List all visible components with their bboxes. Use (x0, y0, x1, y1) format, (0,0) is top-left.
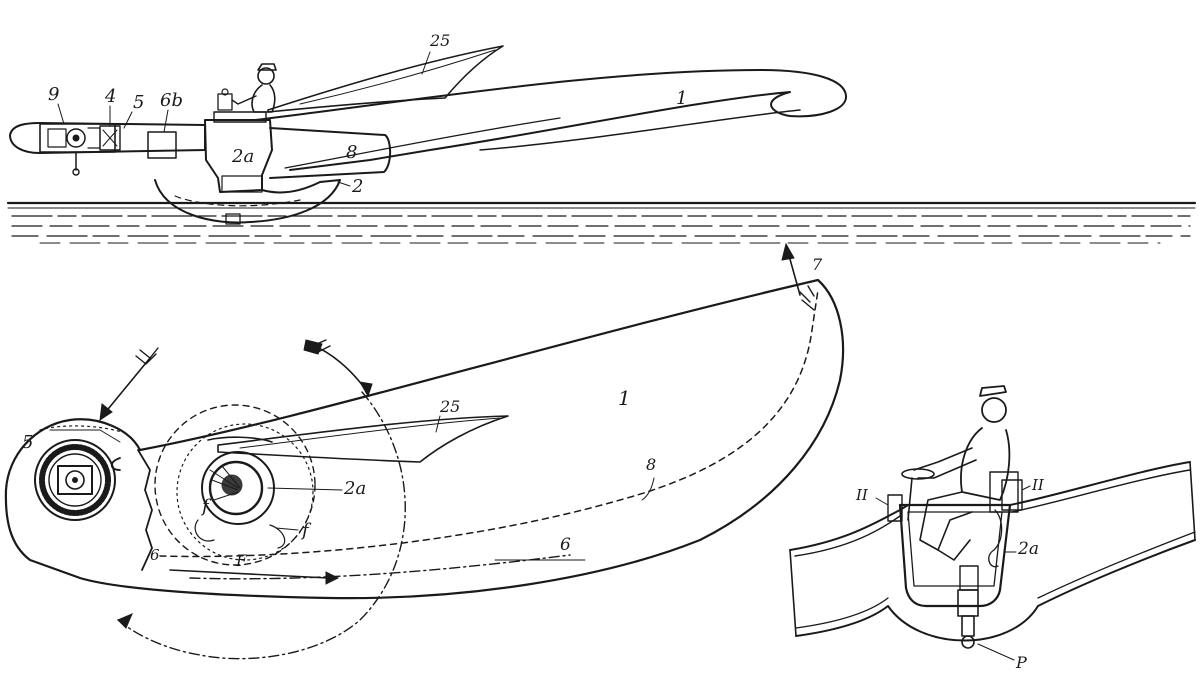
arrow-up-icon (781, 242, 815, 311)
detail-cockpit-tub (898, 503, 1012, 608)
label-plan-ring-left: f (200, 496, 212, 517)
blade-25 (267, 45, 504, 113)
plan-cockpit-ring (154, 404, 316, 566)
label-plan-force: F (235, 551, 248, 570)
plan-blade-25 (217, 415, 509, 463)
plan-hub (34, 425, 129, 521)
label-top-engine: 9 (48, 84, 59, 105)
rotation-arc-icon (117, 391, 406, 660)
label-top-gear: 4 (104, 86, 116, 107)
water-surface (6, 201, 1197, 244)
wing-underside (479, 109, 801, 151)
label-plan-ring-right: f (300, 520, 312, 541)
label-detail-bracket-left: II (855, 486, 869, 504)
label-plan-hub: 5 (22, 432, 33, 453)
label-top-pod: 2 (351, 176, 363, 197)
label-plan-blade: 25 (439, 397, 460, 416)
plan-wing-outline (4, 278, 845, 600)
label-plan-tip: 7 (812, 255, 823, 274)
label-detail-pivot: P (1015, 653, 1027, 672)
engine-9 (39, 123, 116, 153)
wing-body (254, 69, 848, 171)
label-plan-cockpit: 2a (343, 478, 366, 499)
part-6b (147, 131, 177, 159)
label-top-spar: 8 (346, 142, 357, 163)
label-detail-cockpit: 2a (1017, 539, 1039, 559)
label-plan-wing: 1 (618, 386, 631, 410)
plan-view-figure: 1 25 2a 8 6 7 f f F 5 6 (4, 242, 845, 660)
side-elevation-figure: 9 4 5 6b 25 1 2a 8 2 (6, 31, 1197, 244)
label-plan-rod: 6 (560, 535, 571, 555)
label-top-cockpit: 2a (231, 146, 254, 167)
label-top-part5: 5 (133, 92, 144, 113)
detail-pilot (901, 385, 1019, 561)
pod-2 (154, 179, 341, 224)
label-plan-root: 6 (150, 546, 160, 564)
label-top-wing: 1 (676, 88, 687, 109)
label-top-blade: 25 (429, 31, 450, 50)
pilot-top (217, 63, 277, 113)
feathered-arrow-icon (99, 347, 159, 422)
label-detail-bracket-right: II (1031, 476, 1045, 494)
feathered-arrow-icon (303, 339, 373, 398)
label-plan-spar: 8 (646, 455, 656, 474)
label-top-part6b: 6b (160, 90, 183, 111)
cockpit-detail-figure: II II 2a P (789, 385, 1196, 672)
detail-wing-section (795, 539, 1196, 642)
